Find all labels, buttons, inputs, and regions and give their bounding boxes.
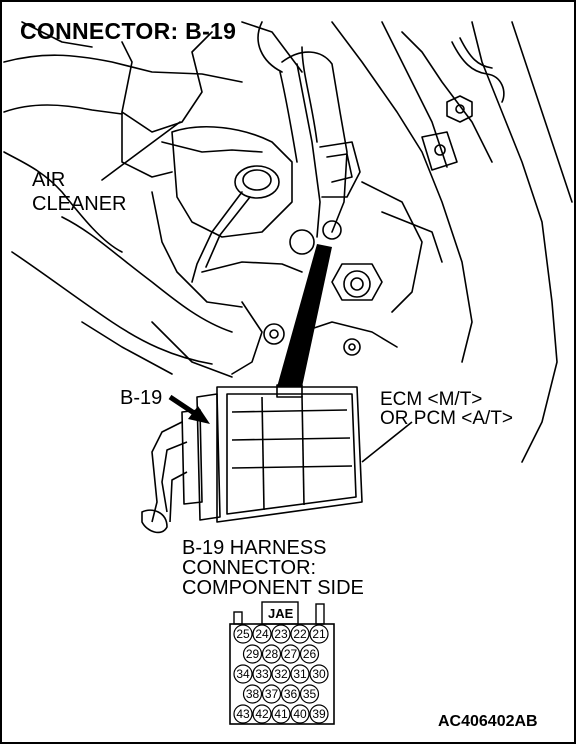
page-title: CONNECTOR: B-19: [20, 18, 237, 44]
pin-outline: [290, 664, 310, 684]
pin-number: 29: [246, 647, 260, 661]
pin-number: 32: [274, 667, 288, 681]
connector-callout-label: B-19: [120, 387, 163, 409]
arrow-icon: [168, 394, 210, 424]
pin-outline: [261, 644, 282, 664]
pin-number: 39: [312, 707, 326, 721]
pin-number: 38: [246, 687, 260, 701]
pin-outline: [309, 664, 329, 684]
harness-caption-line2: CONNECTOR:: [182, 557, 317, 579]
harness-caption-line1: B-19 HARNESS: [182, 537, 327, 559]
pin-outline: [309, 704, 329, 724]
pin-outline: [242, 684, 263, 704]
pin-number: 21: [312, 627, 326, 641]
pin-number: 25: [236, 627, 250, 641]
pin-number: 26: [303, 647, 317, 661]
pin-outline: [252, 704, 272, 724]
pin-number: 34: [236, 667, 250, 681]
pin-outline: [280, 644, 301, 664]
pin-number: 23: [274, 627, 288, 641]
pin-number: 40: [293, 707, 307, 721]
pin-outline: [299, 644, 320, 664]
pin-outline: [299, 684, 320, 704]
connector-pinout-icon: JAE 25 24 23 22 21 29 28 27 26 34 33 32 31 30 38 37 36 35…: [229, 601, 335, 725]
pin-number: 42: [255, 707, 269, 721]
pin-outline: [233, 704, 253, 724]
ecm-label: ECM <M/T>: [380, 389, 483, 410]
pin-number: 36: [284, 687, 298, 701]
pin-number: 35: [303, 687, 317, 701]
pin-outline: [242, 644, 263, 664]
pin-number: 43: [236, 707, 250, 721]
pin-number: 33: [255, 667, 269, 681]
pin-outline: [233, 664, 253, 684]
pin-number: 27: [284, 647, 298, 661]
pin-number: 41: [274, 707, 288, 721]
pcm-label: OR PCM <A/T>: [380, 408, 514, 429]
figure-code: AC406402AB: [438, 713, 538, 730]
pin-outline: [309, 624, 329, 644]
pin-outline: [290, 704, 310, 724]
pin-number: 30: [312, 667, 326, 681]
pin-outline: [233, 624, 253, 644]
air-cleaner-label-2: CLEANER: [32, 193, 127, 215]
pin-outline: [261, 684, 282, 704]
harness-caption-line3: COMPONENT SIDE: [182, 577, 364, 599]
pin-outline: [271, 664, 291, 684]
pin-number: 24: [255, 627, 269, 641]
pin-outline: [271, 704, 291, 724]
pin-outline: [252, 624, 272, 644]
pin-outline: [252, 664, 272, 684]
pin-outline: [290, 624, 310, 644]
pin-number: 31: [293, 667, 307, 681]
pin-outline: [280, 684, 301, 704]
pin-outline: [271, 624, 291, 644]
pin-number: 37: [265, 687, 279, 701]
air-cleaner-label: AIR: [32, 169, 66, 191]
pin-number: 22: [293, 627, 307, 641]
pin-number: 28: [265, 647, 279, 661]
connector-header: JAE: [268, 606, 294, 621]
